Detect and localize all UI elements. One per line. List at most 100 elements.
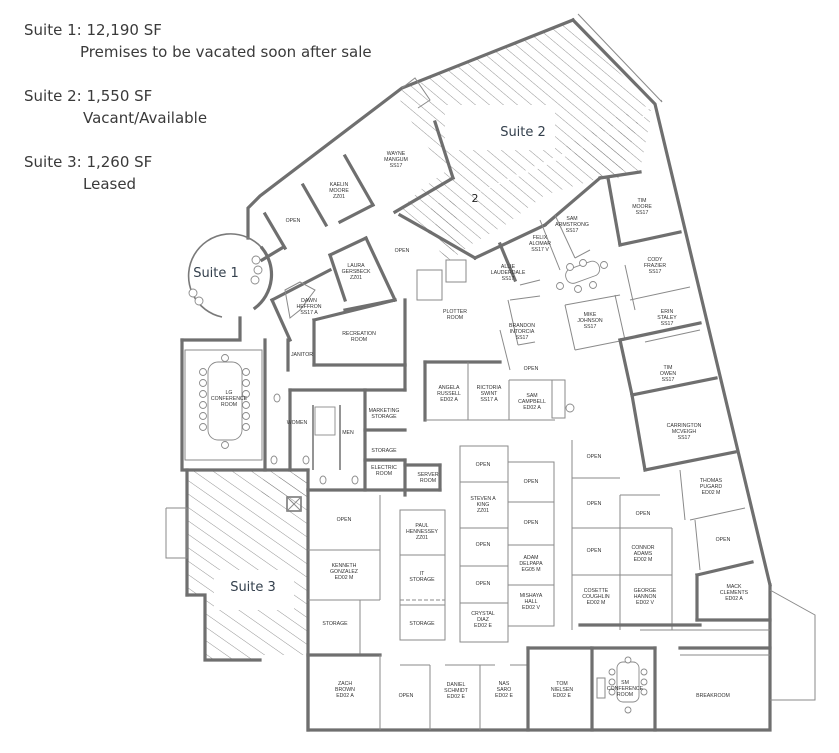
svg-text:SS17: SS17 bbox=[390, 163, 403, 169]
room-open[interactable]: OPEN bbox=[587, 501, 602, 507]
room-men[interactable]: MEN bbox=[342, 430, 354, 436]
legend-suite-3-status: Leased bbox=[83, 175, 137, 193]
svg-text:SM: SM bbox=[621, 680, 629, 686]
svg-text:STORAGE: STORAGE bbox=[409, 621, 435, 627]
svg-text:ED02 A: ED02 A bbox=[725, 596, 743, 602]
room-open[interactable]: OPEN bbox=[716, 537, 731, 543]
svg-text:CLEMENTS: CLEMENTS bbox=[720, 590, 749, 596]
svg-text:ED02 A: ED02 A bbox=[440, 397, 458, 403]
svg-text:DANIEL: DANIEL bbox=[447, 682, 466, 688]
room-open[interactable]: OPEN bbox=[587, 548, 602, 554]
room-open[interactable]: OPEN bbox=[286, 218, 301, 224]
svg-text:JANITOR: JANITOR bbox=[291, 352, 313, 358]
svg-text:STORAGE: STORAGE bbox=[322, 621, 348, 627]
svg-text:TOM: TOM bbox=[556, 681, 567, 687]
room-breakroom[interactable]: BREAKROOM bbox=[696, 693, 730, 699]
room-women[interactable]: WOMEN bbox=[287, 420, 308, 426]
room-open[interactable]: OPEN bbox=[587, 454, 602, 460]
svg-text:ED02 M: ED02 M bbox=[587, 600, 606, 606]
svg-text:SARO: SARO bbox=[497, 687, 512, 693]
svg-text:ERIN: ERIN bbox=[661, 309, 674, 315]
room-open[interactable]: OPEN bbox=[395, 248, 410, 254]
room-open[interactable]: OPEN bbox=[524, 366, 539, 372]
room-open[interactable]: OPEN bbox=[476, 542, 491, 548]
central-walls bbox=[306, 360, 772, 732]
room-open[interactable]: OPEN bbox=[524, 479, 539, 485]
svg-text:ADAMS: ADAMS bbox=[634, 551, 653, 557]
room-open[interactable]: OPEN bbox=[337, 517, 352, 523]
svg-text:SAM: SAM bbox=[566, 216, 577, 222]
suite-3-area[interactable] bbox=[186, 470, 308, 660]
room-storage[interactable]: STORAGE bbox=[371, 448, 397, 454]
svg-text:CONFERENCE: CONFERENCE bbox=[211, 396, 248, 402]
room-open[interactable]: OPEN bbox=[636, 511, 651, 517]
svg-text:SCHMIDT: SCHMIDT bbox=[444, 688, 468, 694]
svg-text:ELECTRIC: ELECTRIC bbox=[371, 465, 397, 471]
room-open[interactable]: OPEN bbox=[399, 693, 414, 699]
room-open[interactable]: OPEN bbox=[476, 581, 491, 587]
svg-text:OPEN: OPEN bbox=[524, 479, 539, 485]
svg-text:SS17: SS17 bbox=[662, 377, 675, 383]
svg-text:SS17 A: SS17 A bbox=[300, 310, 318, 316]
svg-text:RICTORIA: RICTORIA bbox=[477, 385, 502, 391]
svg-text:LG: LG bbox=[226, 390, 233, 396]
svg-text:ALLIE: ALLIE bbox=[501, 264, 516, 270]
room-storage[interactable]: STORAGE bbox=[409, 621, 435, 627]
svg-text:SS17 V: SS17 V bbox=[531, 247, 549, 253]
svg-text:ED02 A: ED02 A bbox=[336, 693, 354, 699]
suite-1-round-room[interactable] bbox=[187, 233, 274, 318]
svg-text:FELIX: FELIX bbox=[533, 235, 548, 241]
room-open[interactable]: OPEN bbox=[524, 520, 539, 526]
room-open[interactable]: OPEN bbox=[476, 462, 491, 468]
room-storage[interactable]: STORAGE bbox=[322, 621, 348, 627]
suite-2-area[interactable] bbox=[400, 22, 655, 265]
svg-text:OPEN: OPEN bbox=[395, 248, 410, 254]
svg-text:BRANDON: BRANDON bbox=[509, 323, 535, 329]
svg-text:ZZ01: ZZ01 bbox=[416, 535, 428, 541]
svg-text:HANNON: HANNON bbox=[634, 594, 657, 600]
legend-suite-1: Suite 1: 12,190 SF Premises to be vacate… bbox=[24, 19, 372, 63]
svg-text:ALOMAR: ALOMAR bbox=[529, 241, 551, 247]
room-janitor[interactable]: JANITOR bbox=[291, 352, 313, 358]
